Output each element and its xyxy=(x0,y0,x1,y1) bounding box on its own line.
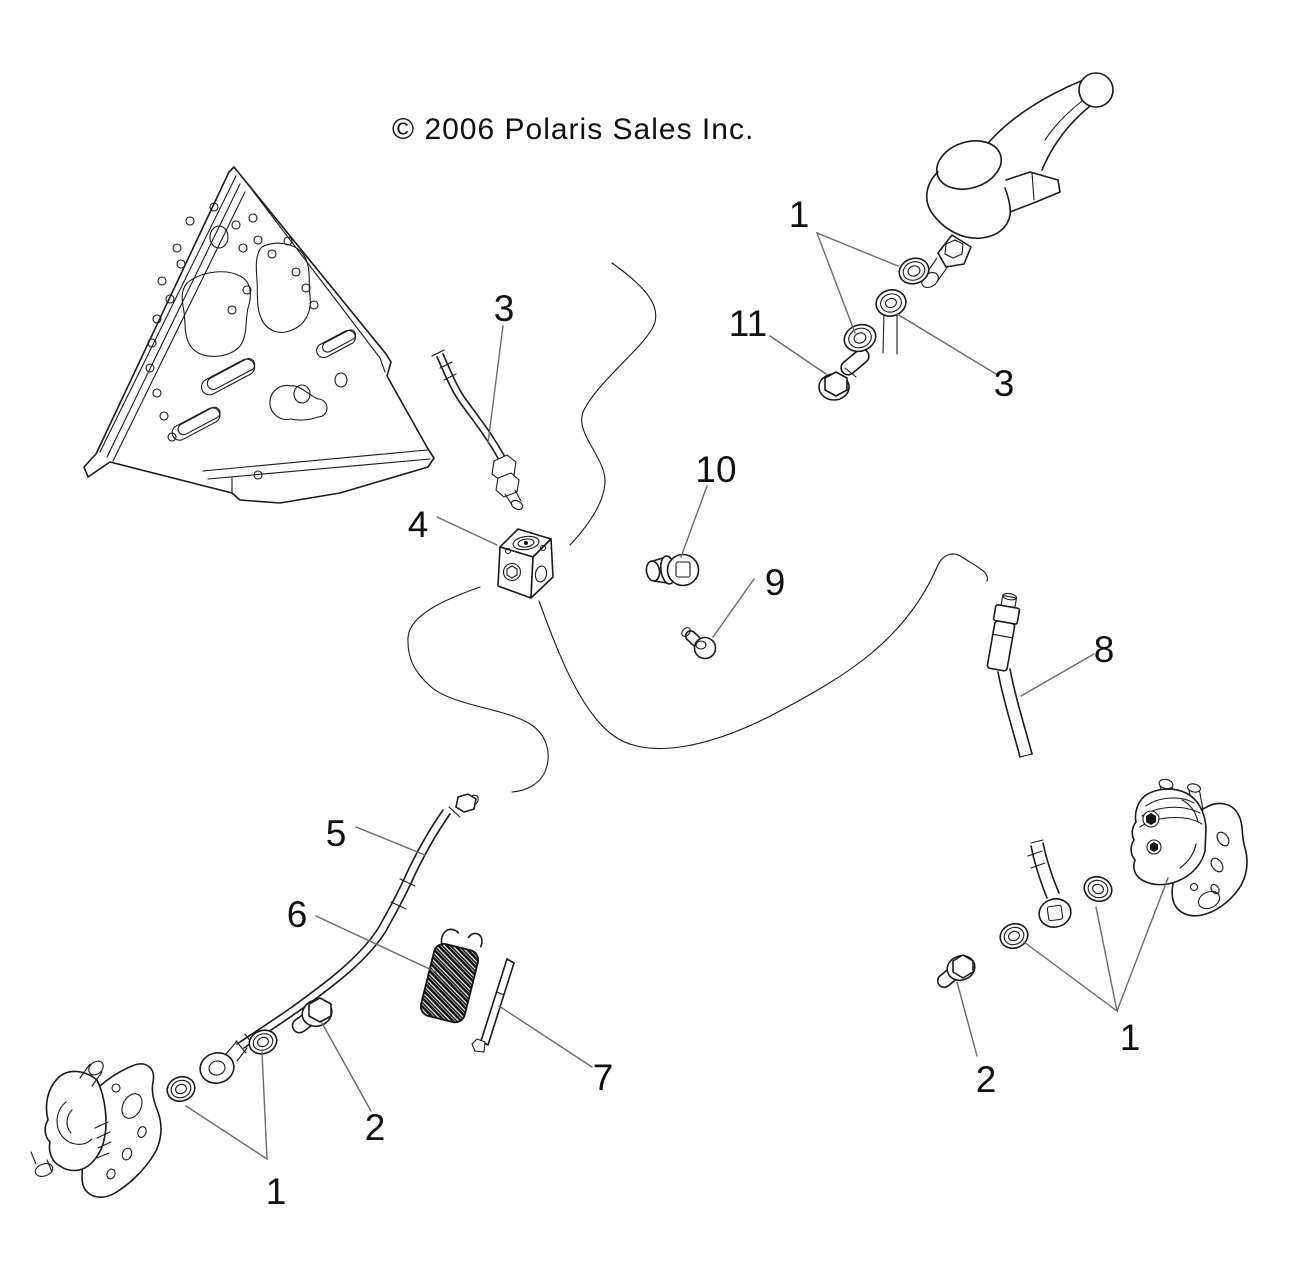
leader-6 xyxy=(315,915,437,973)
callout-11: 11 xyxy=(729,303,767,344)
callout-1-top: 1 xyxy=(789,194,810,235)
brake-lever xyxy=(988,80,1082,143)
leader-8 xyxy=(1020,653,1095,697)
pin-7 xyxy=(471,958,515,1053)
clamp-bracket xyxy=(1005,171,1061,213)
spring-hook xyxy=(440,928,460,946)
leader-7 xyxy=(498,1005,593,1068)
brake-hose-8 xyxy=(986,592,1060,899)
callout-8: 8 xyxy=(1094,629,1115,670)
bracket-cutout-left xyxy=(181,271,251,357)
callout-10: 10 xyxy=(695,449,736,490)
caliper-housing xyxy=(1130,788,1207,886)
callout-3-left: 3 xyxy=(494,288,515,329)
routing-line-upper xyxy=(569,262,657,546)
right-brake-caliper xyxy=(1130,778,1248,917)
bracket-holes xyxy=(145,202,348,480)
washer-1-left-a xyxy=(166,1075,196,1103)
left-brake-caliper xyxy=(30,1060,162,1198)
callout-2-right: 2 xyxy=(976,1059,997,1100)
callout-labels: 1 11 3 3 10 4 9 8 5 6 7 2 1 2 1 xyxy=(266,194,1141,1212)
banjo-boss xyxy=(937,234,972,268)
washer-1-master-a xyxy=(898,257,930,285)
lever-knob xyxy=(1078,72,1114,108)
spring-6 xyxy=(419,928,483,1024)
screw-9 xyxy=(681,627,717,660)
bracket-slot xyxy=(171,406,221,441)
callout-2-left: 2 xyxy=(365,1107,386,1148)
junction-block-4 xyxy=(497,528,554,599)
fitting-bolt-10 xyxy=(645,553,700,587)
leader-1-right-caliper xyxy=(1116,877,1169,1012)
leader-5 xyxy=(355,826,426,856)
socket-recess xyxy=(675,561,691,578)
reservoir-body xyxy=(925,171,1011,239)
washer-1-right-a xyxy=(1083,875,1113,903)
frame-bracket xyxy=(83,166,435,504)
leader-10 xyxy=(680,485,708,558)
banjo-bolt-2-right xyxy=(936,954,976,989)
leader-2-left xyxy=(321,1022,372,1112)
leader-2-right xyxy=(956,981,978,1057)
banjo-bolt-2-left xyxy=(291,997,333,1034)
leader-3-left xyxy=(487,325,504,444)
leader-9 xyxy=(712,578,755,638)
callout-7: 7 xyxy=(593,1057,614,1098)
banjo-fitting-left xyxy=(199,1040,248,1084)
master-cylinder xyxy=(921,72,1114,288)
washer-1-master-b xyxy=(843,323,877,353)
callout-1-right: 1 xyxy=(1120,1017,1141,1058)
block-side-port xyxy=(502,562,522,582)
leader-4 xyxy=(436,516,498,546)
caliper-housing xyxy=(44,1070,107,1172)
brake-hose-5 xyxy=(235,793,479,1054)
hose-fitting-hex xyxy=(455,793,477,813)
callout-4: 4 xyxy=(408,504,429,545)
bracket-keyhole-cutout xyxy=(269,384,328,421)
leader-1-top xyxy=(815,231,899,334)
washer-1-left-b xyxy=(248,1029,278,1055)
bracket-cutout-right xyxy=(255,242,311,333)
callout-1-left: 1 xyxy=(266,1171,287,1212)
callout-6: 6 xyxy=(287,894,308,935)
callout-9: 9 xyxy=(765,562,786,603)
leader-11 xyxy=(769,335,827,375)
callout-5: 5 xyxy=(326,813,347,854)
washer-1-right-b xyxy=(999,922,1029,950)
bracket-slot xyxy=(316,329,357,359)
leader-1-right xyxy=(1023,906,1119,1013)
brake-line-routing xyxy=(407,262,988,793)
spring-hook xyxy=(467,932,483,948)
leader-1-left xyxy=(185,1051,268,1161)
routing-line-to-right-hose xyxy=(538,553,988,750)
leader-3-right xyxy=(896,313,997,375)
reservoir-cap xyxy=(936,140,1002,190)
routing-line-lower-left xyxy=(407,586,549,793)
line-3-upper-end-washer xyxy=(875,289,907,355)
hard-brake-line-3 xyxy=(431,349,524,511)
callout-3-right: 3 xyxy=(994,363,1015,404)
banjo-fitting-right xyxy=(1038,898,1072,928)
callout-leader-lines xyxy=(185,231,1169,1161)
bracket-slot xyxy=(200,358,256,396)
caliper-piston xyxy=(88,1060,104,1076)
copyright-notice: © 2006 Polaris Sales Inc. xyxy=(392,113,754,146)
banjo-bolt-11 xyxy=(818,348,870,401)
